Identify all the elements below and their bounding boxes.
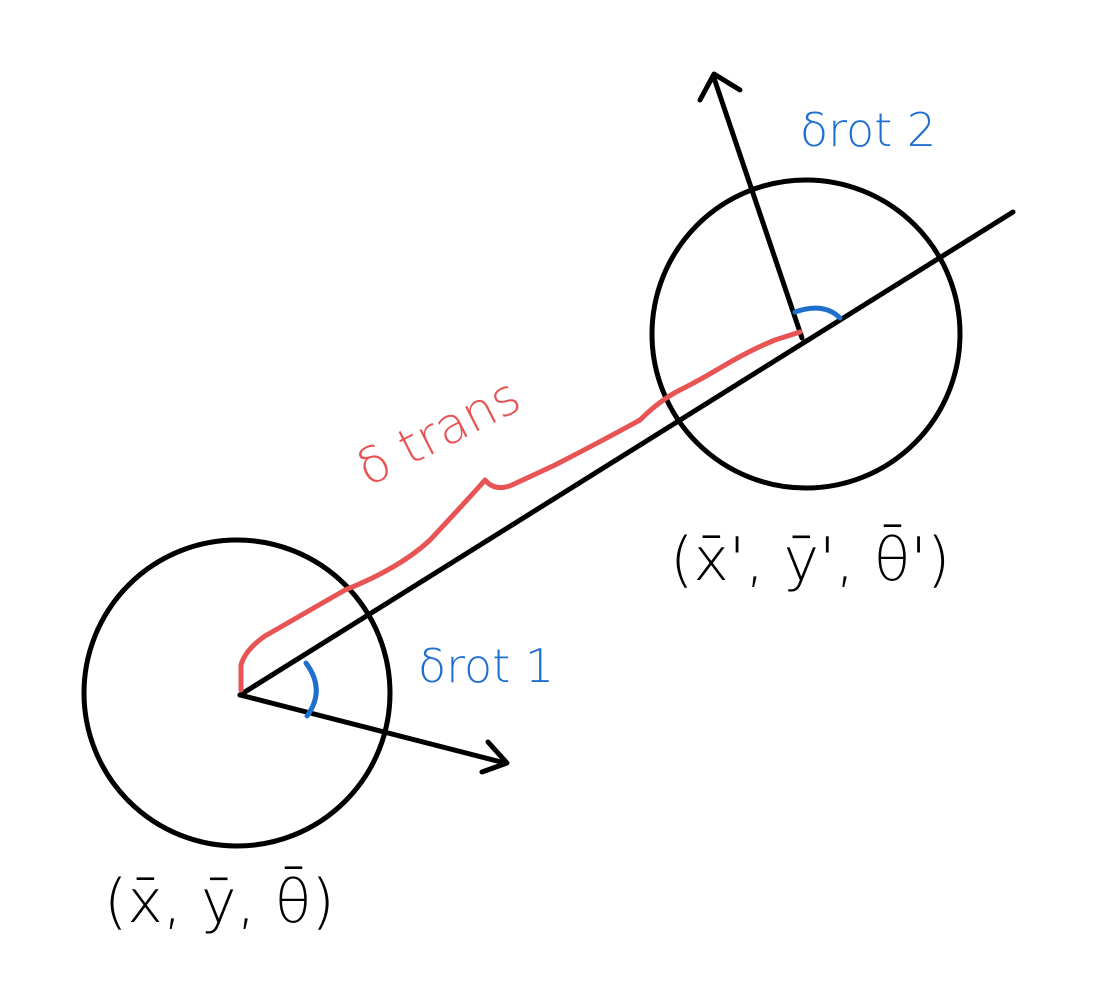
trans-brace xyxy=(238,329,803,693)
start-pose-label: (x̄, ȳ, θ̄) xyxy=(104,865,335,937)
rot1-label: δrot 1 xyxy=(418,639,554,693)
end-pose-label: (x̄', ȳ', θ̄') xyxy=(670,523,950,595)
end-pose-circle xyxy=(649,177,963,491)
rot1-angle-arc xyxy=(303,660,319,719)
translation-line xyxy=(237,209,1016,698)
end-heading-arrow xyxy=(697,71,805,341)
rot2-label: δrot 2 xyxy=(800,103,936,157)
rot2-angle-arc xyxy=(792,305,843,321)
start-heading-arrow xyxy=(237,692,510,775)
trans-label: δ trans xyxy=(347,367,529,498)
start-pose-circle xyxy=(81,537,393,849)
